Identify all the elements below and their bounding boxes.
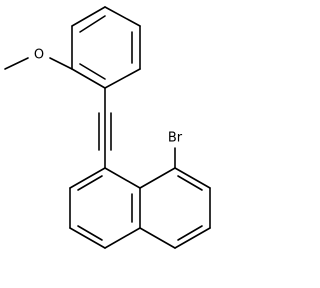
alkyne-triple-bond [98,87,112,169]
chemical-structure: O [4,6,211,249]
ring-double-bond [177,175,203,191]
methyl-oxygen-bond [4,57,29,70]
ring-bond [104,68,141,89]
ring-bond [71,6,106,27]
ring-bond [139,167,176,189]
bromine-substituent: Br [168,131,183,169]
ring-double-bond [177,225,203,241]
ring-double-bond [77,175,103,191]
anisole-ring [71,6,141,89]
ring-bond [69,227,106,249]
naphthalene-ring [69,167,211,249]
ring-bond [104,167,141,189]
methoxy-group: O [4,48,73,70]
ring-bond [174,167,211,189]
ring-double-bond [79,15,106,33]
ring-double-bond [77,225,103,241]
ring-bond [104,6,141,27]
ring-bond [69,167,106,189]
oxygen-ring-bond [49,57,73,70]
ring-bond [71,68,106,89]
ring-bond [139,227,176,249]
bromine-atom-label: Br [168,131,183,146]
oxygen-atom-label: O [34,48,44,63]
ring-bond [174,227,211,249]
ring-double-bond [79,63,106,80]
ring-bond [104,227,141,249]
